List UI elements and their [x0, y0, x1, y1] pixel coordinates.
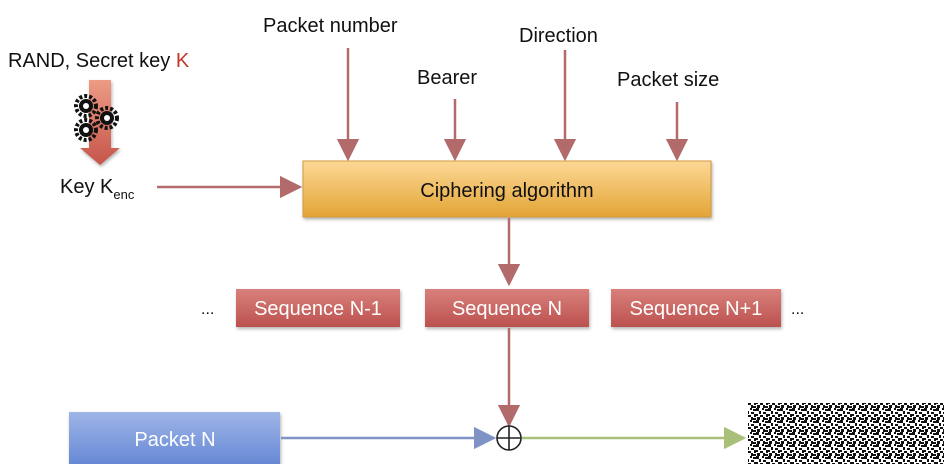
- xor-icon: [496, 425, 522, 451]
- scrambled-data-icon: [748, 403, 944, 464]
- sequence-next-box: [611, 289, 781, 327]
- bearer-label: Bearer: [417, 67, 477, 89]
- ciphering-algorithm-label: Ciphering algorithm: [420, 180, 593, 202]
- sequence-current-label: Sequence N: [452, 298, 562, 320]
- packet-box: [69, 412, 280, 464]
- sequence-current-box: [425, 289, 589, 327]
- packet-number-label: Packet number: [263, 15, 398, 37]
- ciphering-algorithm-box: [302, 160, 712, 218]
- direction-label: Direction: [519, 25, 598, 47]
- ellipsis-right: ...: [791, 301, 804, 318]
- packet-label: Packet N: [134, 429, 215, 451]
- key-enc-label: Key Kenc: [60, 176, 135, 202]
- packet-size-label: Packet size: [617, 69, 719, 91]
- ellipsis-left: ...: [201, 301, 214, 318]
- sequence-next-label: Sequence N+1: [630, 298, 763, 320]
- secret-key-highlight: K: [176, 50, 190, 72]
- sequence-prev-label: Sequence N-1: [254, 298, 382, 320]
- gears-icon: [74, 94, 119, 142]
- key-source-label: RAND, Secret key K: [8, 50, 190, 72]
- sequence-prev-box: [236, 289, 400, 327]
